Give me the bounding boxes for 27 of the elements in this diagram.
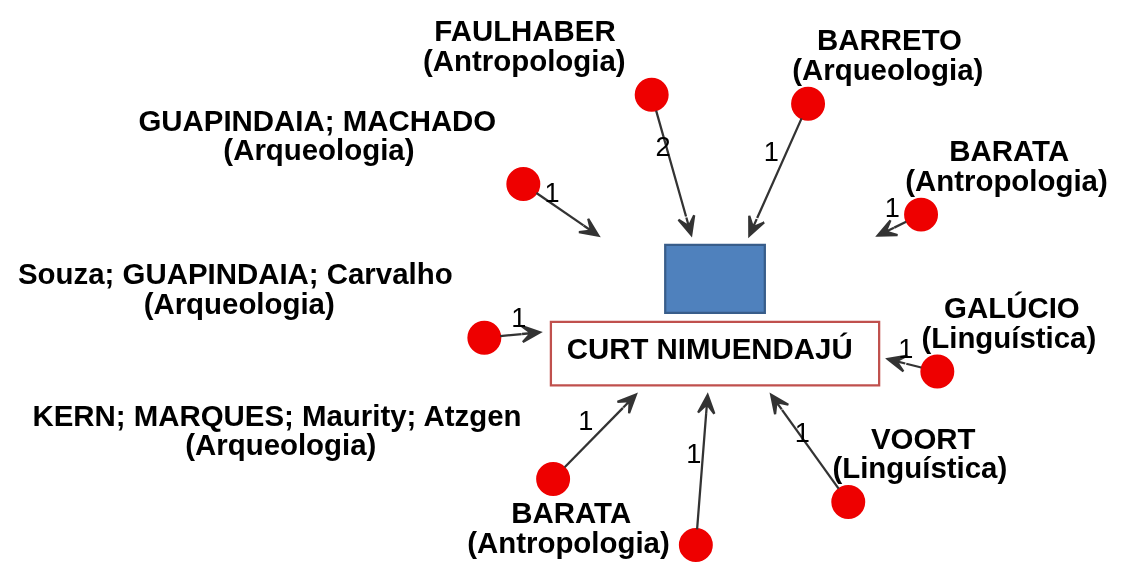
edge-label: 1 bbox=[544, 176, 560, 208]
node-circle bbox=[467, 320, 502, 355]
arrow bbox=[770, 393, 840, 489]
edge-label: 1 bbox=[686, 437, 702, 469]
node-circle bbox=[904, 197, 939, 232]
node-circle bbox=[678, 527, 713, 562]
edge-label: 1 bbox=[763, 135, 779, 167]
node-circle bbox=[634, 77, 669, 112]
arrow bbox=[500, 324, 542, 343]
arrow bbox=[695, 393, 716, 529]
node-circle bbox=[506, 166, 541, 201]
node-label: GUAPINDAIA; MACHADO bbox=[138, 103, 497, 137]
node-label: Souza; GUAPINDAIA; Carvalho bbox=[18, 256, 453, 290]
arrow bbox=[535, 191, 600, 237]
edge-label: 1 bbox=[898, 332, 914, 364]
arrow bbox=[748, 117, 803, 237]
node-circle bbox=[536, 461, 571, 496]
arrow bbox=[655, 109, 696, 236]
node-circle bbox=[791, 86, 826, 121]
edge-label: 1 bbox=[511, 301, 527, 333]
node-circle bbox=[920, 354, 955, 389]
arrow bbox=[563, 392, 638, 468]
edge-label: 1 bbox=[578, 404, 594, 436]
arrow bbox=[876, 218, 907, 237]
node-label: KERN; MARQUES; Maurity; Atzgen bbox=[32, 398, 522, 432]
node-circle bbox=[831, 484, 866, 519]
edge-label: 1 bbox=[884, 191, 900, 223]
